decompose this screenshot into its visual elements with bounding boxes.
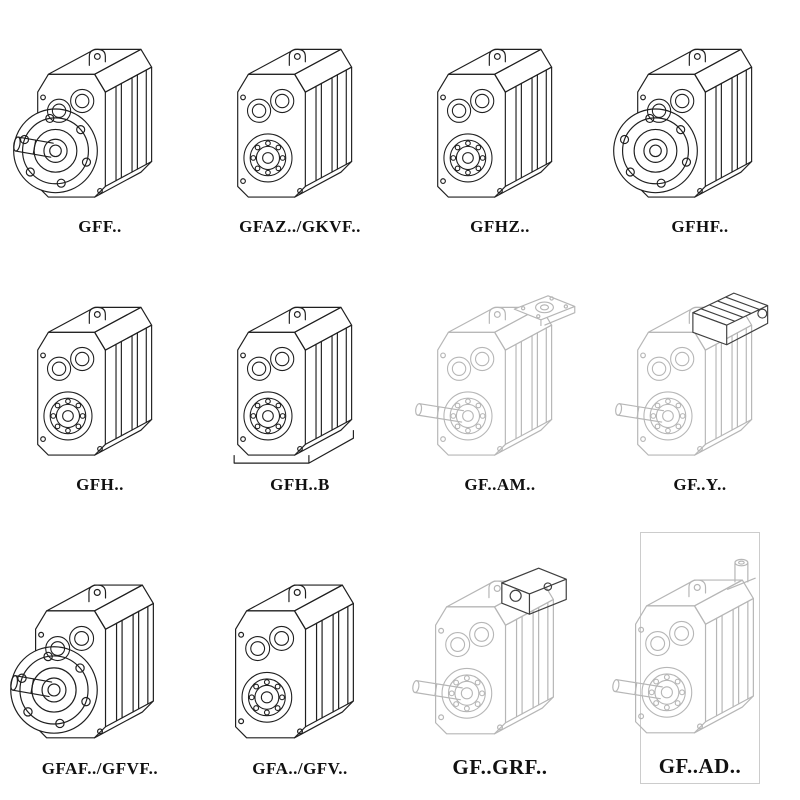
output-bearing bbox=[643, 391, 693, 441]
bore-circles bbox=[246, 347, 295, 382]
figure-gfhf: GFHF.. bbox=[613, 16, 760, 242]
housing bbox=[237, 307, 353, 456]
bore-circles bbox=[646, 347, 695, 382]
gearbox-foot-mounted-drawing bbox=[233, 307, 354, 465]
gearbox-hollow-shaft-drawing bbox=[237, 49, 353, 198]
input-adapter-flange bbox=[513, 295, 576, 327]
figure-gfa-gfv: GFA../GFV.. bbox=[235, 532, 360, 784]
gearbox-input-shaft-drawing bbox=[611, 558, 756, 734]
housing bbox=[37, 307, 153, 456]
figure-label: GF..Y.. bbox=[673, 475, 727, 495]
figure-label: GF..AD.. bbox=[658, 753, 742, 778]
output-bearing bbox=[43, 391, 93, 441]
bore-circles bbox=[645, 620, 695, 656]
gearbox-hollow-shaft-drawing bbox=[437, 49, 553, 198]
figure-gfh-b: GFH..B bbox=[233, 274, 360, 500]
figure-label: GFA../GFV.. bbox=[252, 759, 348, 779]
output-bearing bbox=[443, 133, 493, 183]
bore-circles bbox=[46, 347, 95, 382]
input-adapter-unit bbox=[501, 567, 567, 615]
output-shaft bbox=[611, 678, 663, 700]
output-bearing bbox=[243, 391, 293, 441]
gearbox-hollow-shaft-drawing bbox=[235, 584, 354, 739]
figure-label: GFF.. bbox=[78, 217, 122, 237]
figure-label: GFAF../GFVF.. bbox=[41, 759, 159, 779]
housing bbox=[435, 580, 554, 735]
figure-label: GFAZ../GKVF.. bbox=[239, 217, 361, 237]
bore-circles bbox=[446, 347, 495, 382]
figure-gf-grf: GF..GRF.. bbox=[411, 532, 567, 784]
figure-label: GFH..B bbox=[270, 475, 330, 495]
gearmotor-drawing bbox=[614, 292, 769, 456]
gearbox-flange-hollow-drawing bbox=[613, 49, 753, 198]
output-bearing bbox=[443, 391, 493, 441]
figure-gff: GFF.. bbox=[12, 16, 160, 242]
bore-circles bbox=[245, 626, 295, 662]
bore-circles bbox=[446, 89, 495, 124]
bore-circles bbox=[445, 621, 495, 657]
figure-gf-am: GF..AM.. bbox=[414, 274, 576, 500]
gearbox-flange-shaft-drawing bbox=[12, 49, 153, 198]
figure-gf-y: GF..Y.. bbox=[614, 274, 769, 500]
output-bearing bbox=[243, 133, 293, 183]
output-shaft bbox=[414, 402, 465, 423]
gearbox-hollow-shaft-drawing bbox=[37, 307, 153, 456]
gearbox-flange-shaft-drawing bbox=[9, 584, 154, 739]
figure-label: GFHF.. bbox=[671, 217, 729, 237]
figure-label: GFH.. bbox=[76, 475, 124, 495]
figure-gfaz-gkvf: GFAZ../GKVF.. bbox=[237, 16, 361, 242]
gearbox-adapter-unit-drawing bbox=[411, 567, 567, 735]
housing bbox=[235, 584, 354, 739]
output-bearing bbox=[441, 667, 493, 719]
input-shaft-stub bbox=[727, 558, 756, 590]
output-shaft bbox=[614, 402, 665, 423]
housing bbox=[237, 49, 353, 198]
output-bearing bbox=[641, 666, 693, 718]
mounting-foot bbox=[233, 429, 354, 465]
housing bbox=[635, 579, 754, 734]
figure-label: GF..AM.. bbox=[464, 475, 536, 495]
figure-gf-ad: GF..AD.. bbox=[611, 532, 760, 784]
figure-label: GF..GRF.. bbox=[452, 754, 548, 779]
bore-circles bbox=[246, 89, 295, 124]
figure-gfhz: GFHZ.. bbox=[437, 16, 560, 242]
output-shaft bbox=[411, 679, 463, 701]
gearbox-motor-adapter-drawing bbox=[414, 295, 576, 456]
figure-gfh: GFH.. bbox=[37, 274, 160, 500]
housing bbox=[437, 307, 553, 456]
housing bbox=[437, 49, 553, 198]
output-bearing bbox=[241, 672, 293, 724]
figure-label: GFHZ.. bbox=[470, 217, 530, 237]
figure-gfaf-gfvf: GFAF../GFVF.. bbox=[9, 532, 160, 784]
